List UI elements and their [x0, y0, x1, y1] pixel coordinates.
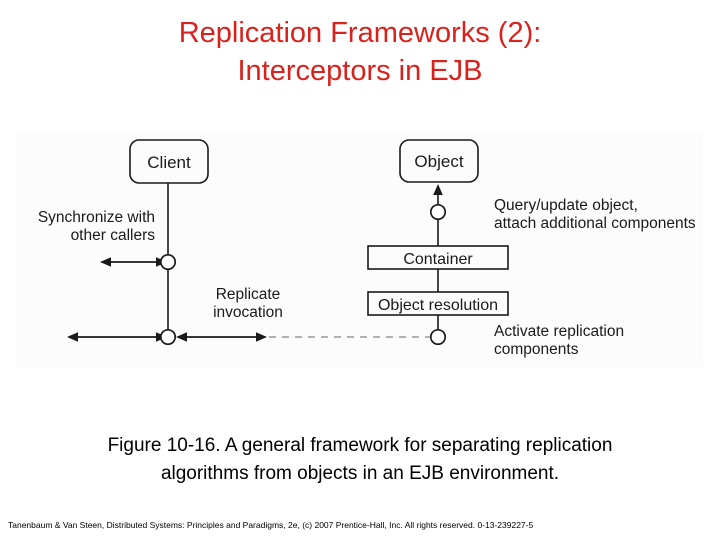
figure-caption-line-1: Figure 10-16. A general framework for se…	[107, 435, 613, 456]
activate-label-line-1: Activate replication	[494, 323, 624, 340]
replicate-label-line-2: invocation	[213, 304, 283, 321]
replicate-left-arrow	[67, 332, 167, 342]
query-label-line-1: Query/update object,	[494, 197, 638, 214]
client-box	[129, 139, 209, 184]
activate-interceptor-circle	[429, 328, 447, 346]
client-box-label: Client	[147, 153, 191, 172]
object-up-arrowhead	[433, 184, 443, 195]
replication-framework-diagram: Client Synchronize with other callers Re…	[38, 139, 696, 358]
query-interceptor-circle	[429, 203, 447, 221]
synchronize-arrow	[100, 257, 167, 267]
page-title: Replication Frameworks (2): Interceptors…	[0, 14, 720, 90]
figure-caption: Figure 10-16. A general framework for se…	[26, 432, 694, 488]
figure-image: Client Synchronize with other callers Re…	[16, 133, 703, 367]
replicate-label-line-1: Replicate	[216, 286, 281, 303]
object-box-label: Object	[414, 152, 463, 171]
synchronize-label-line-2: other callers	[71, 227, 156, 244]
footer-credit: Tanenbaum & Van Steen, Distributed Syste…	[8, 520, 534, 530]
synchronize-label-line-1: Synchronize with	[38, 209, 155, 226]
container-box-label: Container	[403, 251, 473, 268]
container-box	[367, 245, 509, 270]
page-title-line-1: Replication Frameworks (2):	[178, 17, 542, 49]
client-sync-interceptor-circle	[159, 253, 177, 271]
object-box	[399, 139, 479, 183]
replicate-right-arrow	[176, 332, 267, 342]
query-label-line-2: attach additional components	[494, 215, 696, 232]
client-replicate-interceptor-circle	[159, 328, 177, 346]
object-resolution-box	[367, 291, 509, 316]
figure-caption-line-2: algorithms from objects in an EJB enviro…	[160, 463, 560, 484]
page-title-line-2: Interceptors in EJB	[237, 55, 483, 87]
object-resolution-box-label: Object resolution	[378, 297, 498, 314]
activate-label-line-2: components	[494, 341, 579, 358]
